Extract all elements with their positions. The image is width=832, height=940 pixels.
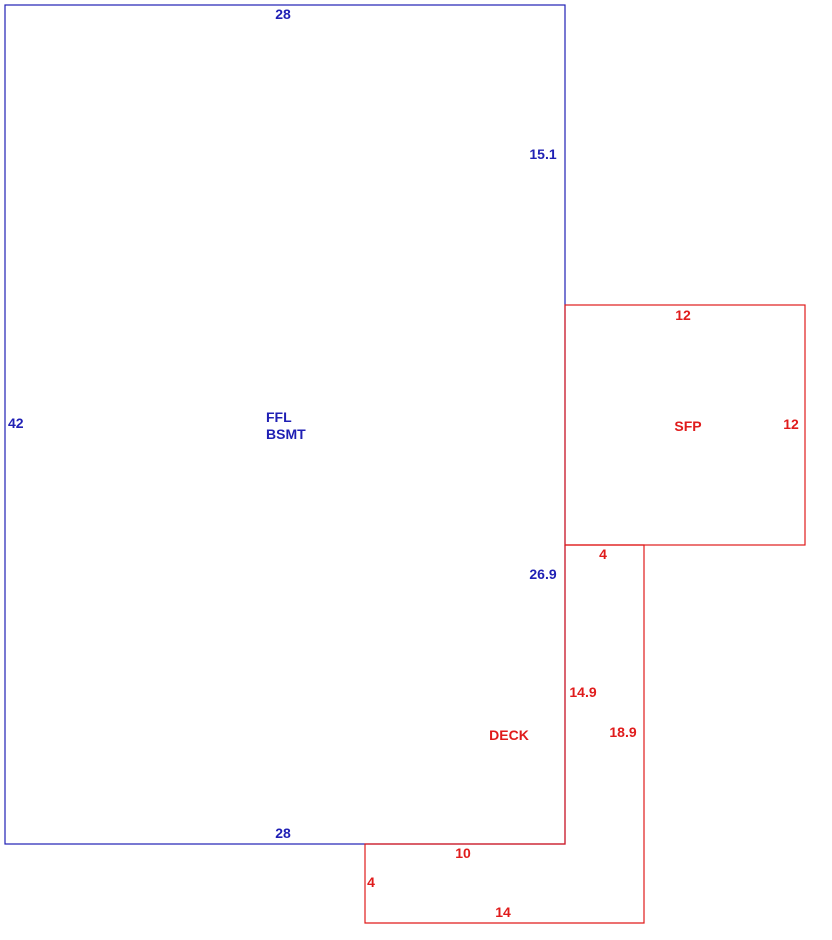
deck-outline: [364, 544, 645, 924]
main-area-dim-right-lower: 26.9: [529, 566, 556, 582]
main-area-dim-bottom: 28: [275, 825, 291, 841]
sfp-dim-top: 12: [675, 307, 691, 323]
main-area-dim-left: 42: [8, 415, 24, 431]
main-area-label-line1: FFL: [266, 409, 292, 425]
deck-dim-bottom: 14: [495, 904, 511, 920]
deck-dim-top: 10: [455, 845, 471, 861]
main-area-dim-top: 28: [275, 6, 291, 22]
sfp-dim-bottom: 4: [599, 546, 607, 562]
deck-label: DECK: [489, 727, 529, 743]
deck-dim-inner-side: 14.9: [569, 684, 596, 700]
sfp-dim-right: 12: [783, 416, 799, 432]
main-area-label-line2: BSMT: [266, 426, 306, 442]
sfp-label: SFP: [674, 418, 701, 434]
deck-dim-outer-side: 18.9: [609, 724, 636, 740]
sfp-outline: [564, 304, 806, 546]
main-area-dim-right-upper: 15.1: [529, 146, 556, 162]
deck-dim-left: 4: [367, 874, 375, 890]
